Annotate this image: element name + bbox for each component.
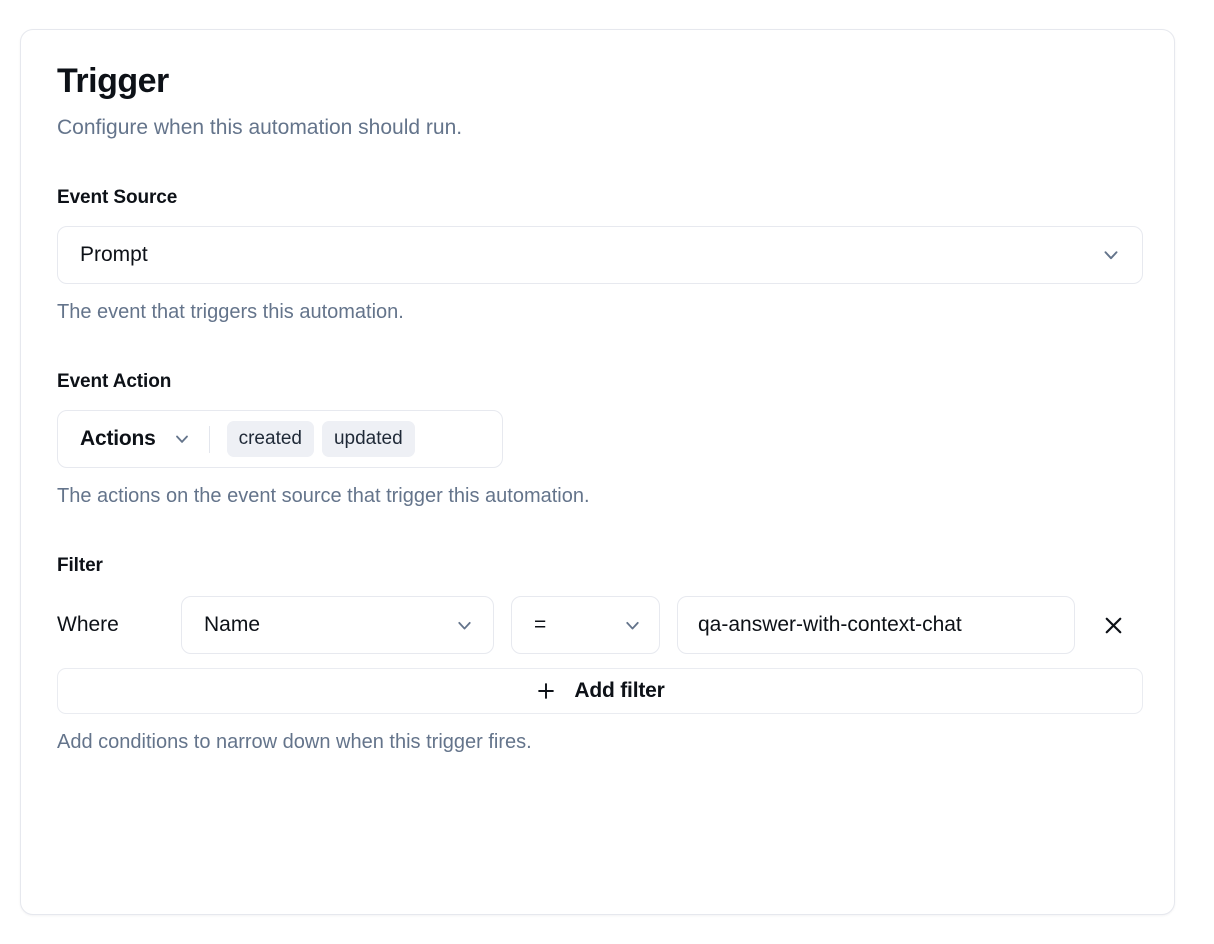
event-source-help: The event that triggers this automation. bbox=[57, 301, 404, 323]
trigger-card: Trigger Configure when this automation s… bbox=[20, 29, 1175, 915]
filter-label: Filter bbox=[57, 555, 103, 576]
chevron-down-icon bbox=[454, 615, 475, 636]
event-action-field: Event Action Actions created updated The bbox=[57, 370, 1139, 509]
chevron-down-icon bbox=[172, 429, 192, 449]
filter-operator-select[interactable]: = bbox=[511, 596, 660, 654]
filter-help: Add conditions to narrow down when this … bbox=[57, 731, 532, 753]
page-title: Trigger bbox=[57, 62, 169, 100]
filter-value-input[interactable]: qa-answer-with-context-chat bbox=[677, 596, 1075, 654]
event-action-trigger-label: Actions bbox=[80, 427, 156, 450]
filter-field: Filter Where Name = bbox=[57, 554, 1143, 755]
filter-field-value: Name bbox=[204, 613, 261, 636]
add-filter-button[interactable]: Add filter bbox=[57, 668, 1143, 714]
event-action-chips: created updated bbox=[226, 421, 415, 457]
event-source-value: Prompt bbox=[80, 243, 148, 266]
filter-row: Where Name = bbox=[57, 596, 1139, 654]
plus-icon bbox=[535, 680, 557, 702]
event-source-field: Event Source Prompt The event that trigg… bbox=[57, 186, 1143, 325]
close-icon bbox=[1101, 613, 1126, 638]
add-filter-label: Add filter bbox=[574, 679, 665, 702]
divider bbox=[208, 425, 210, 453]
event-action-label: Event Action bbox=[57, 371, 172, 392]
chevron-down-icon bbox=[622, 615, 643, 636]
filter-field-select[interactable]: Name bbox=[181, 596, 494, 654]
event-action-help: The actions on the event source that tri… bbox=[57, 485, 590, 507]
event-action-trigger[interactable]: Actions bbox=[80, 427, 192, 451]
event-source-select[interactable]: Prompt bbox=[57, 226, 1143, 284]
event-action-multiselect[interactable]: Actions created updated bbox=[57, 410, 503, 468]
chip-created[interactable]: created bbox=[226, 421, 314, 457]
chip-updated[interactable]: updated bbox=[321, 421, 415, 457]
page-subtitle: Configure when this automation should ru… bbox=[57, 116, 463, 139]
remove-filter-button[interactable] bbox=[1093, 605, 1133, 645]
where-label: Where bbox=[57, 613, 119, 636]
chevron-down-icon bbox=[1100, 244, 1122, 266]
filter-operator-value: = bbox=[534, 613, 547, 636]
event-source-label: Event Source bbox=[57, 187, 178, 208]
